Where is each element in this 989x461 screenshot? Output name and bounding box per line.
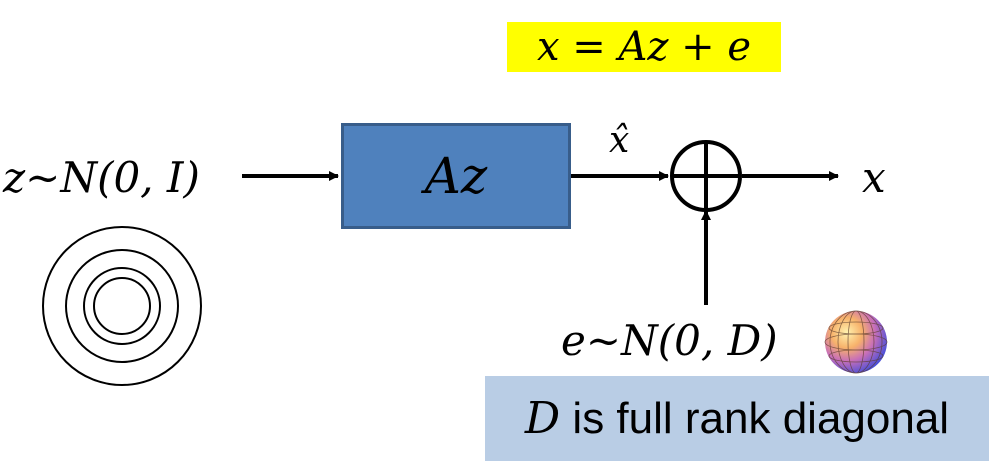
- output-label: x: [862, 150, 886, 206]
- intermediate-label: x̂: [609, 121, 629, 161]
- concentric-circles-icon: [43, 227, 201, 385]
- input-distribution-label: z∼N(0, I): [3, 150, 200, 206]
- note-text: is full rank diagonal: [560, 394, 949, 443]
- equation-highlight: x = Az + e: [507, 22, 781, 72]
- sum-junction-icon: [672, 142, 740, 210]
- block-label: Az: [344, 126, 568, 226]
- noise-distribution-label: e∼N(0, D): [561, 313, 778, 369]
- note-box: D is full rank diagonal: [485, 376, 989, 461]
- linear-transform-block: Az: [341, 123, 571, 229]
- sphere-icon: [825, 311, 887, 373]
- note-symbol: D: [525, 393, 560, 444]
